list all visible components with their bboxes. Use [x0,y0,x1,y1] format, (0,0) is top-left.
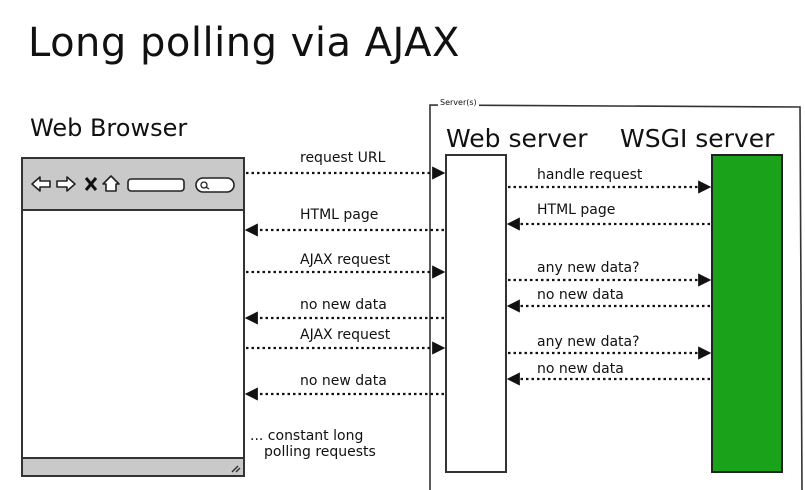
msg-no-new-data-2: no new data [300,373,387,389]
msg-no-new-data-1: no new data [300,297,387,313]
server-group-box [429,104,803,490]
search-icon [200,181,208,189]
msg-handle-request: handle request [537,167,643,183]
web-server-title: Web server [446,124,588,153]
msg-any-new-data-2: any new data? [537,334,640,350]
browser-window [21,157,245,477]
server-group-legend: Server(s) [438,98,479,107]
browser-status-bar [21,457,245,477]
diagram-title: Long polling via AJAX [28,20,460,66]
forward-arrow-icon[interactable] [56,176,76,192]
msg-any-new-data-1: any new data? [537,260,640,276]
polling-note-line2: polling requests [264,444,376,460]
wsgi-server-title: WSGI server [620,124,775,153]
search-box[interactable] [195,177,235,193]
polling-note: ... constant long polling requests [250,428,376,460]
web-server-lane [445,154,507,473]
msg-wsgi-html-page: HTML page [537,202,616,218]
polling-note-line1: ... constant long [250,428,364,444]
wsgi-server-lane [711,154,783,473]
stop-icon[interactable] [84,177,98,191]
msg-wsgi-no-new-data-2: no new data [537,361,624,377]
resize-grip-icon[interactable] [231,465,241,473]
address-bar[interactable] [127,178,185,192]
browser-title: Web Browser [30,114,188,142]
msg-ajax-request-2: AJAX request [300,327,391,343]
msg-ajax-request-1: AJAX request [300,252,391,268]
msg-html-page: HTML page [300,207,379,223]
msg-wsgi-no-new-data-1: no new data [537,287,624,303]
back-arrow-icon[interactable] [31,176,51,192]
home-icon[interactable] [102,175,120,192]
msg-request-url: request URL [300,150,386,166]
